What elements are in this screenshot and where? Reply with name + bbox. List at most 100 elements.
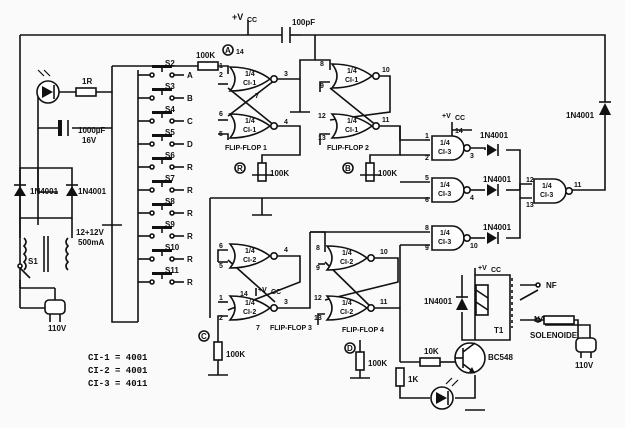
svg-text:CI-3: CI-3: [438, 191, 451, 198]
cap-left-value: 1000µF: [78, 126, 105, 135]
node-a-label: A: [225, 46, 231, 55]
diode-ci3a-label: 1N4001: [480, 131, 509, 140]
svg-text:1/4: 1/4: [440, 140, 450, 147]
gate-ci1b: 1/4 CI-1: [229, 113, 279, 139]
flipflop-4-label: FLIP-FLOP 4: [342, 327, 384, 334]
diode-ci3c: [487, 232, 499, 244]
svg-text:CI-1: CI-1: [243, 127, 256, 134]
switch-out: R: [187, 278, 193, 287]
pin: 10: [382, 67, 390, 74]
pin: 13: [318, 135, 326, 142]
diode-rect1-label: 1N4001: [30, 187, 59, 196]
switch-name: S7: [165, 174, 175, 183]
solenoid: [543, 315, 575, 325]
gate-ci2b: 1/4 CI-2: [229, 295, 279, 321]
svg-text:1/4: 1/4: [440, 182, 450, 189]
gate-ci3b: 1/4 CI-3: [431, 177, 472, 203]
pin: 11: [382, 117, 390, 124]
flipflop-1-label: FLIP-FLOP 1: [225, 145, 267, 152]
svg-text:1/4: 1/4: [245, 118, 255, 125]
legend-line: CI-2 = 4001: [88, 366, 148, 376]
flipflop-3-label: FLIP-FLOP 3: [270, 325, 312, 332]
resistor-top-label: 100K: [196, 51, 215, 60]
pin: 12: [314, 295, 322, 302]
pin: 4: [284, 247, 288, 254]
transformer: [22, 236, 70, 272]
gate-ci2d: 1/4 CI-2: [326, 295, 376, 321]
svg-text:CC: CC: [271, 289, 281, 296]
relay-nf: NF: [546, 281, 557, 290]
pin: 9: [425, 245, 429, 252]
svg-text:1/4: 1/4: [245, 248, 255, 255]
mains-plug-left: [44, 299, 66, 322]
svg-text:CI-2: CI-2: [340, 309, 353, 316]
pin: 10: [470, 243, 478, 250]
pin: 2: [425, 155, 429, 162]
relay-coil: [475, 284, 489, 316]
resistor-1r-label: 1R: [82, 77, 92, 86]
vcc-relay: +V CC: [478, 265, 501, 274]
resistor-1k-label: 1K: [408, 375, 418, 384]
switch-out: A: [187, 71, 193, 80]
switch-name: S4: [165, 105, 175, 114]
svg-text:CI-2: CI-2: [243, 257, 256, 264]
pin: 3: [284, 299, 288, 306]
gate-ci2a: 1/4 CI-2: [229, 243, 279, 269]
svg-text:+V: +V: [478, 265, 487, 272]
switch-out: R: [187, 209, 193, 218]
pin: 11: [380, 299, 388, 306]
node-b-label: B: [345, 164, 351, 173]
svg-text:1/4: 1/4: [542, 183, 552, 190]
switch-out: R: [187, 186, 193, 195]
svg-text:CI-3: CI-3: [438, 239, 451, 246]
pin: 3: [470, 153, 474, 160]
svg-text:+V: +V: [258, 287, 267, 294]
resistor-1r: [75, 87, 97, 97]
capacitor-top: [281, 27, 301, 43]
transformer-current: 500mA: [78, 238, 104, 247]
legend-line: CI-1 = 4001: [88, 353, 148, 363]
capacitor-1000uf: [58, 120, 69, 136]
pin: 2: [219, 72, 223, 79]
switch-name: S10: [165, 243, 180, 252]
pin: 9: [316, 265, 320, 272]
resistor-ff2-label: 100K: [378, 169, 397, 178]
pin: 1: [219, 63, 223, 70]
gate-ci3c: 1/4 CI-3: [431, 225, 472, 251]
diode-ci3b: [487, 184, 499, 196]
switch-s1: [17, 263, 31, 279]
switch-name: S11: [165, 266, 179, 275]
svg-text:1/4: 1/4: [245, 300, 255, 307]
switch-out: R: [187, 163, 193, 172]
switch-out: C: [187, 117, 193, 126]
rectifier-diode-2: [66, 184, 78, 196]
mains-voltage-right: 110V: [575, 361, 594, 370]
gate-ci3a: 1/4 CI-3: [431, 135, 472, 161]
switch-out: D: [187, 140, 193, 149]
ic-legend: CI-1 = 4001 CI-2 = 4001 CI-3 = 4011: [88, 352, 147, 391]
resistor-ff4: [355, 351, 365, 371]
transistor-bc548: [454, 342, 486, 374]
pin: 1: [219, 295, 223, 302]
svg-text:CC: CC: [247, 17, 257, 24]
pin: 4: [284, 119, 288, 126]
vcc-top: +V CC: [232, 12, 257, 35]
pin: 3: [284, 71, 288, 78]
pin: 10: [380, 249, 388, 256]
pin: 1: [425, 133, 429, 140]
svg-text:1/4: 1/4: [245, 71, 255, 78]
pin: 12: [526, 177, 534, 184]
gate-ci1a: 1/4 CI-1: [229, 66, 279, 92]
resistor-top: [197, 61, 219, 71]
diode-relay-label: 1N4001: [424, 297, 453, 306]
relay-diode: [456, 296, 468, 310]
vcc-ci3: +V CC: [442, 113, 465, 136]
relay-na: NA: [534, 315, 546, 324]
pin: 8: [316, 245, 320, 252]
pin: 8: [425, 225, 429, 232]
led-bottom: [430, 377, 459, 410]
gate-ci1d: 1/4 CI-1: [331, 113, 381, 139]
switch-name: S2: [165, 59, 175, 68]
